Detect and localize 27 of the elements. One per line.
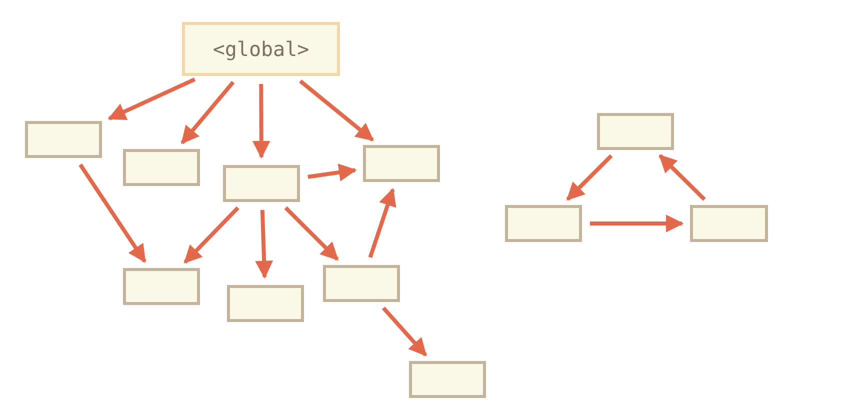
arrow (308, 164, 357, 182)
arrow (284, 206, 339, 261)
empty-box (597, 113, 674, 150)
arrow (108, 78, 196, 120)
empty-box (227, 285, 304, 322)
arrow (255, 210, 274, 279)
empty-box (505, 205, 582, 242)
scope-label: <global> (212, 36, 310, 63)
empty-box (363, 145, 440, 182)
arrow (658, 154, 706, 201)
arrow (566, 154, 613, 201)
arrow (382, 306, 428, 356)
empty-box (323, 265, 400, 302)
empty-box (223, 165, 300, 202)
empty-box (409, 361, 486, 398)
arrow (78, 164, 146, 263)
empty-box (25, 121, 102, 158)
arrow (252, 84, 270, 159)
arrow (590, 214, 684, 232)
arrow (180, 80, 235, 144)
scope-box (182, 22, 340, 76)
arrow (368, 188, 396, 258)
empty-box (123, 268, 200, 305)
empty-box (690, 205, 768, 242)
arrow (299, 80, 374, 142)
arrow (184, 206, 240, 264)
empty-box (123, 149, 200, 186)
